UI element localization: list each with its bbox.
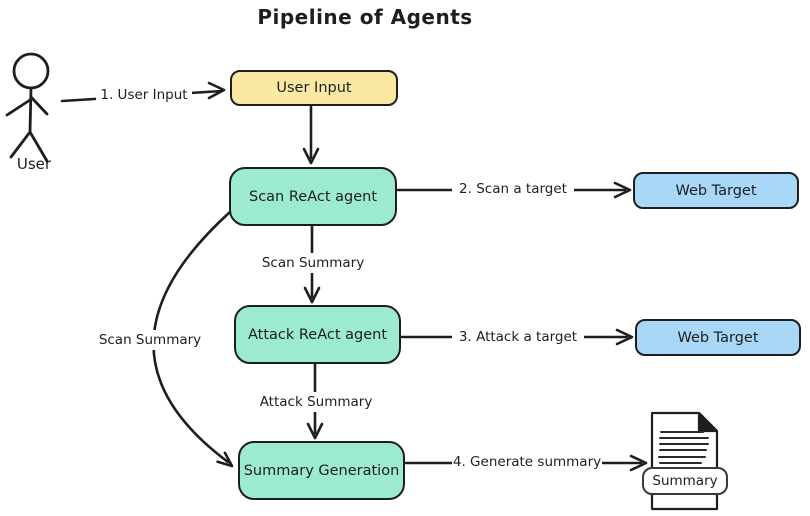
node-summary-generation-label: Summary Generation xyxy=(243,462,400,479)
edge-label-scan-summary: Scan Summary xyxy=(261,253,365,273)
user-actor-label: User xyxy=(16,155,52,173)
node-web-target-bottom: Web Target xyxy=(635,319,801,356)
node-attack-react-agent: Attack ReAct agent xyxy=(234,305,401,364)
edge-label-attack-a-target: 3. Attack a target xyxy=(452,327,584,347)
edge-label-scan-summary-bypass: Scan Summary xyxy=(98,330,202,350)
node-scan-react-agent-label: Scan ReAct agent xyxy=(248,188,378,205)
diagram-title: Pipeline of Agents xyxy=(257,5,473,29)
node-user-input-label: User Input xyxy=(276,80,352,96)
edge-label-user-input: 1. User Input xyxy=(96,85,192,105)
node-web-target-top: Web Target xyxy=(633,172,799,209)
node-web-target-top-label: Web Target xyxy=(675,182,757,199)
summary-document-label: Summary xyxy=(642,467,728,495)
node-user-input: User Input xyxy=(230,70,398,106)
edge-label-generate-summary: 4. Generate summary xyxy=(452,452,602,472)
edge-label-attack-summary: Attack Summary xyxy=(259,392,373,412)
arrow-user-input-to-scan-agent xyxy=(302,105,320,165)
edge-label-scan-a-target: 2. Scan a target xyxy=(452,179,574,199)
node-web-target-bottom-label: Web Target xyxy=(677,329,759,346)
node-scan-react-agent: Scan ReAct agent xyxy=(229,167,397,226)
summary-document-label-text: Summary xyxy=(652,473,718,489)
node-summary-generation: Summary Generation xyxy=(238,441,405,500)
user-actor-icon xyxy=(5,52,50,163)
node-attack-react-agent-label: Attack ReAct agent xyxy=(247,326,388,343)
